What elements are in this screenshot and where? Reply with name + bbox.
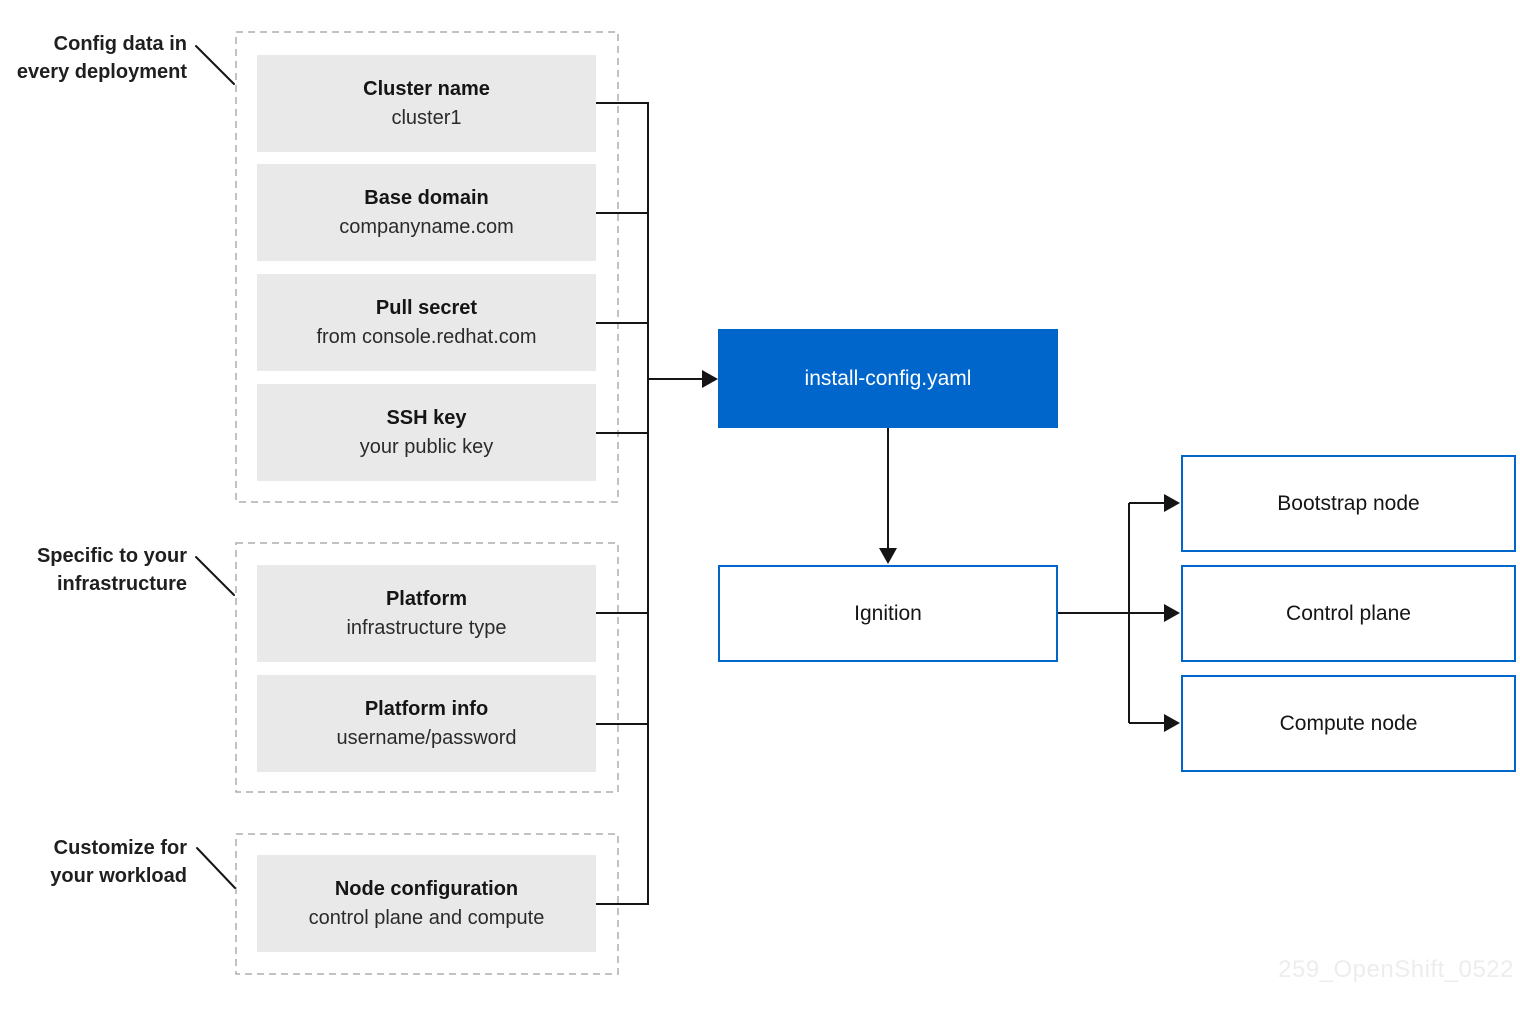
annotation-line: your workload bbox=[50, 865, 187, 887]
box-subtitle: cluster1 bbox=[391, 106, 462, 129]
box-title: Base domain bbox=[364, 186, 489, 209]
box-title: Pull secret bbox=[375, 296, 478, 319]
annotation-infrastructure: Specific to your infrastructure bbox=[0, 542, 187, 598]
label-tick-config-data bbox=[195, 45, 235, 85]
label-tick-infrastructure bbox=[195, 556, 235, 596]
input-box-cluster-name: Cluster name cluster1 bbox=[257, 55, 596, 152]
box-subtitle: companyname.com bbox=[339, 215, 514, 238]
annotation-line: Config data in bbox=[53, 33, 187, 55]
arrowhead-control-plane bbox=[1164, 604, 1180, 622]
label-tick-workload bbox=[196, 847, 236, 889]
group-border-workload bbox=[235, 833, 619, 975]
group-border-config-data bbox=[235, 31, 619, 503]
arrowhead-ignition bbox=[879, 548, 897, 564]
control-plane-node: Control plane bbox=[1181, 565, 1516, 662]
annotation-config-data: Config data in every deployment bbox=[0, 30, 187, 86]
box-subtitle: control plane and compute bbox=[308, 906, 545, 929]
input-box-platform: Platform infrastructure type bbox=[257, 565, 596, 662]
watermark-text: 259_OpenShift_0522 bbox=[1278, 956, 1514, 983]
input-box-platform-info: Platform info username/password bbox=[257, 675, 596, 772]
arrowhead-bootstrap bbox=[1164, 494, 1180, 512]
box-title: Node configuration bbox=[334, 877, 519, 900]
box-title: Cluster name bbox=[363, 77, 490, 100]
input-box-pull-secret: Pull secret from console.redhat.com bbox=[257, 274, 596, 371]
box-subtitle: your public key bbox=[359, 435, 494, 458]
arrowhead-install-config bbox=[702, 370, 718, 388]
compute-node: Compute node bbox=[1181, 675, 1516, 772]
annotation-line: Specific to your bbox=[36, 545, 187, 567]
group-border-infrastructure bbox=[235, 542, 619, 793]
input-box-ssh-key: SSH key your public key bbox=[257, 384, 596, 481]
box-title: SSH key bbox=[386, 406, 467, 429]
annotation-line: infrastructure bbox=[56, 573, 187, 595]
install-config-yaml-node: install-config.yaml bbox=[718, 329, 1058, 428]
arrowhead-compute bbox=[1164, 714, 1180, 732]
box-subtitle: from console.redhat.com bbox=[316, 325, 537, 348]
input-box-base-domain: Base domain companyname.com bbox=[257, 164, 596, 261]
bootstrap-node: Bootstrap node bbox=[1181, 455, 1516, 552]
box-title: Platform bbox=[385, 587, 468, 610]
box-subtitle: infrastructure type bbox=[346, 616, 507, 639]
box-title: Platform info bbox=[364, 697, 489, 720]
input-box-node-configuration: Node configuration control plane and com… bbox=[257, 855, 596, 952]
annotation-line: every deployment bbox=[16, 61, 187, 83]
ignition-node: Ignition bbox=[718, 565, 1058, 662]
annotation-workload: Customize for your workload bbox=[0, 834, 187, 890]
annotation-line: Customize for bbox=[53, 837, 187, 859]
box-subtitle: username/password bbox=[336, 726, 517, 749]
